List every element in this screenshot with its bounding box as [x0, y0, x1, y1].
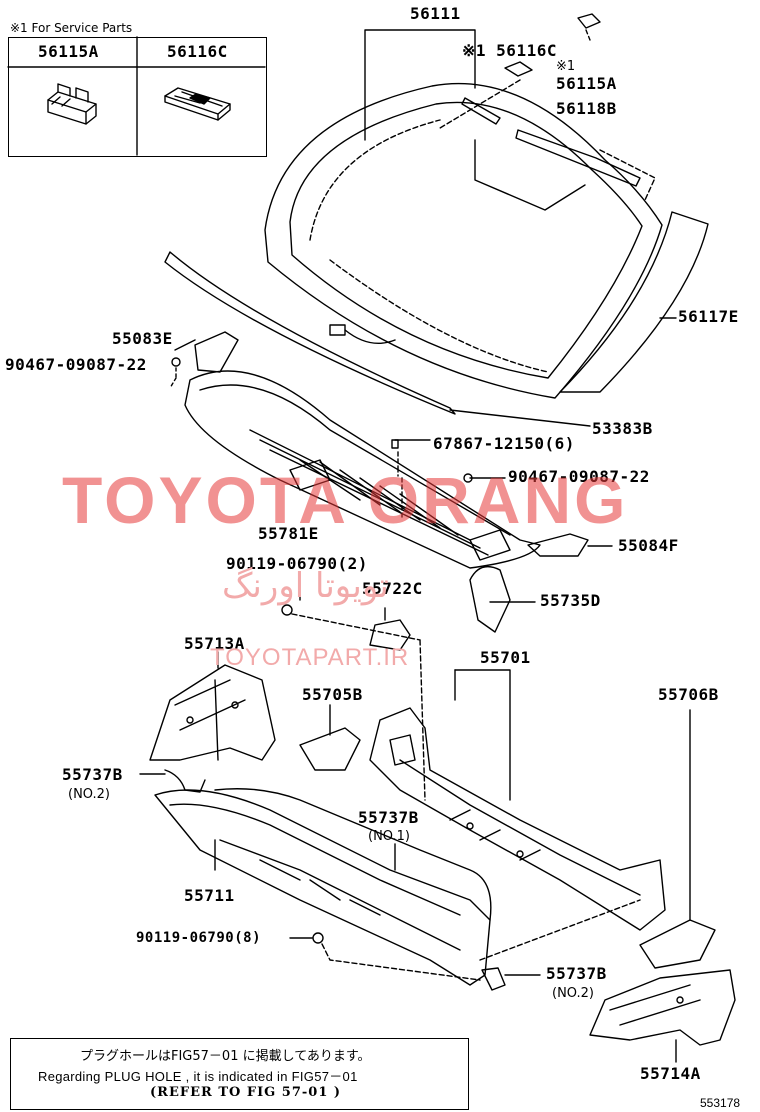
- label-55737B-a[interactable]: 55737B: [62, 765, 123, 784]
- label-90119-2[interactable]: 90119-06790(2): [226, 554, 368, 573]
- figure-id: 553178: [700, 1096, 741, 1110]
- label-55705B[interactable]: 55705B: [302, 685, 363, 704]
- label-56117E[interactable]: 56117E: [678, 307, 739, 326]
- clip-56115A-icon: [47, 83, 97, 125]
- label-55711[interactable]: 55711: [184, 886, 235, 905]
- label-56115A[interactable]: 56115A: [556, 74, 617, 93]
- bracket-55705B: [299, 727, 361, 771]
- weatherstrip-56117E: [559, 211, 709, 393]
- cowl-panel-55701: [369, 707, 666, 931]
- label-55713A[interactable]: 55713A: [184, 634, 245, 653]
- label-no2-a: (NO.2): [68, 787, 110, 802]
- note-english: Regarding PLUG HOLE , it is indicated in…: [38, 1069, 358, 1084]
- bracket-55706B: [639, 919, 716, 969]
- label-90467-a[interactable]: 90467-09087-22: [5, 355, 147, 374]
- bracket-55722C: [369, 619, 411, 651]
- label-mark1: ※1: [556, 59, 576, 74]
- label-55781E[interactable]: 55781E: [258, 524, 319, 543]
- label-55706B[interactable]: 55706B: [658, 685, 719, 704]
- bracket-55083E: [194, 331, 239, 373]
- label-55737B-b[interactable]: 55737B: [358, 808, 419, 827]
- note-box: [10, 1038, 469, 1110]
- label-56116C[interactable]: ※1 56116C: [462, 41, 557, 60]
- note-reference[interactable]: (REFER TO FIG 57-01 ): [150, 1085, 342, 1100]
- note-japanese: プラグホールはFIG57－01 に掲載してあります。: [80, 1049, 371, 1064]
- seal-55084F: [527, 533, 589, 557]
- bracket-55735D: [469, 566, 511, 633]
- label-no2-c: (NO.2): [552, 986, 594, 1001]
- label-55714A[interactable]: 55714A: [640, 1064, 701, 1083]
- panel-55714A: [589, 969, 736, 1046]
- label-90467-b[interactable]: 90467-09087-22: [508, 467, 650, 486]
- label-90119-8[interactable]: 90119-06790(8): [136, 930, 262, 946]
- label-55722C[interactable]: 55722C: [362, 579, 423, 598]
- windshield-glass: [264, 82, 663, 399]
- legend-col2-label: 56116C: [167, 42, 228, 61]
- label-no1: (NO.1): [368, 829, 410, 844]
- panel-55713A: [149, 664, 276, 761]
- molding-53383B: [164, 251, 456, 415]
- label-56111[interactable]: 56111: [410, 4, 461, 23]
- label-55084F[interactable]: 55084F: [618, 536, 679, 555]
- legend-title: ※1 For Service Parts: [10, 21, 133, 35]
- legend-col1-label: 56115A: [38, 42, 99, 61]
- label-55735D[interactable]: 55735D: [540, 591, 601, 610]
- clip-56116C-icon: [164, 87, 231, 121]
- label-67867[interactable]: 67867-12150(6): [433, 434, 575, 453]
- service-parts-legend: [8, 37, 267, 157]
- label-55737B-c[interactable]: 55737B: [546, 964, 607, 983]
- label-55083E[interactable]: 55083E: [112, 329, 173, 348]
- top-molding-56118B: [515, 129, 641, 187]
- label-53383B[interactable]: 53383B: [592, 419, 653, 438]
- label-56118B[interactable]: 56118B: [556, 99, 617, 118]
- clip-55737B-no2-left: [164, 769, 206, 793]
- label-55701[interactable]: 55701: [480, 648, 531, 667]
- cowl-top-55781E: [184, 370, 541, 569]
- cowl-lower-55711: [154, 788, 492, 986]
- clip-55737B-no2-bottom: [481, 967, 506, 991]
